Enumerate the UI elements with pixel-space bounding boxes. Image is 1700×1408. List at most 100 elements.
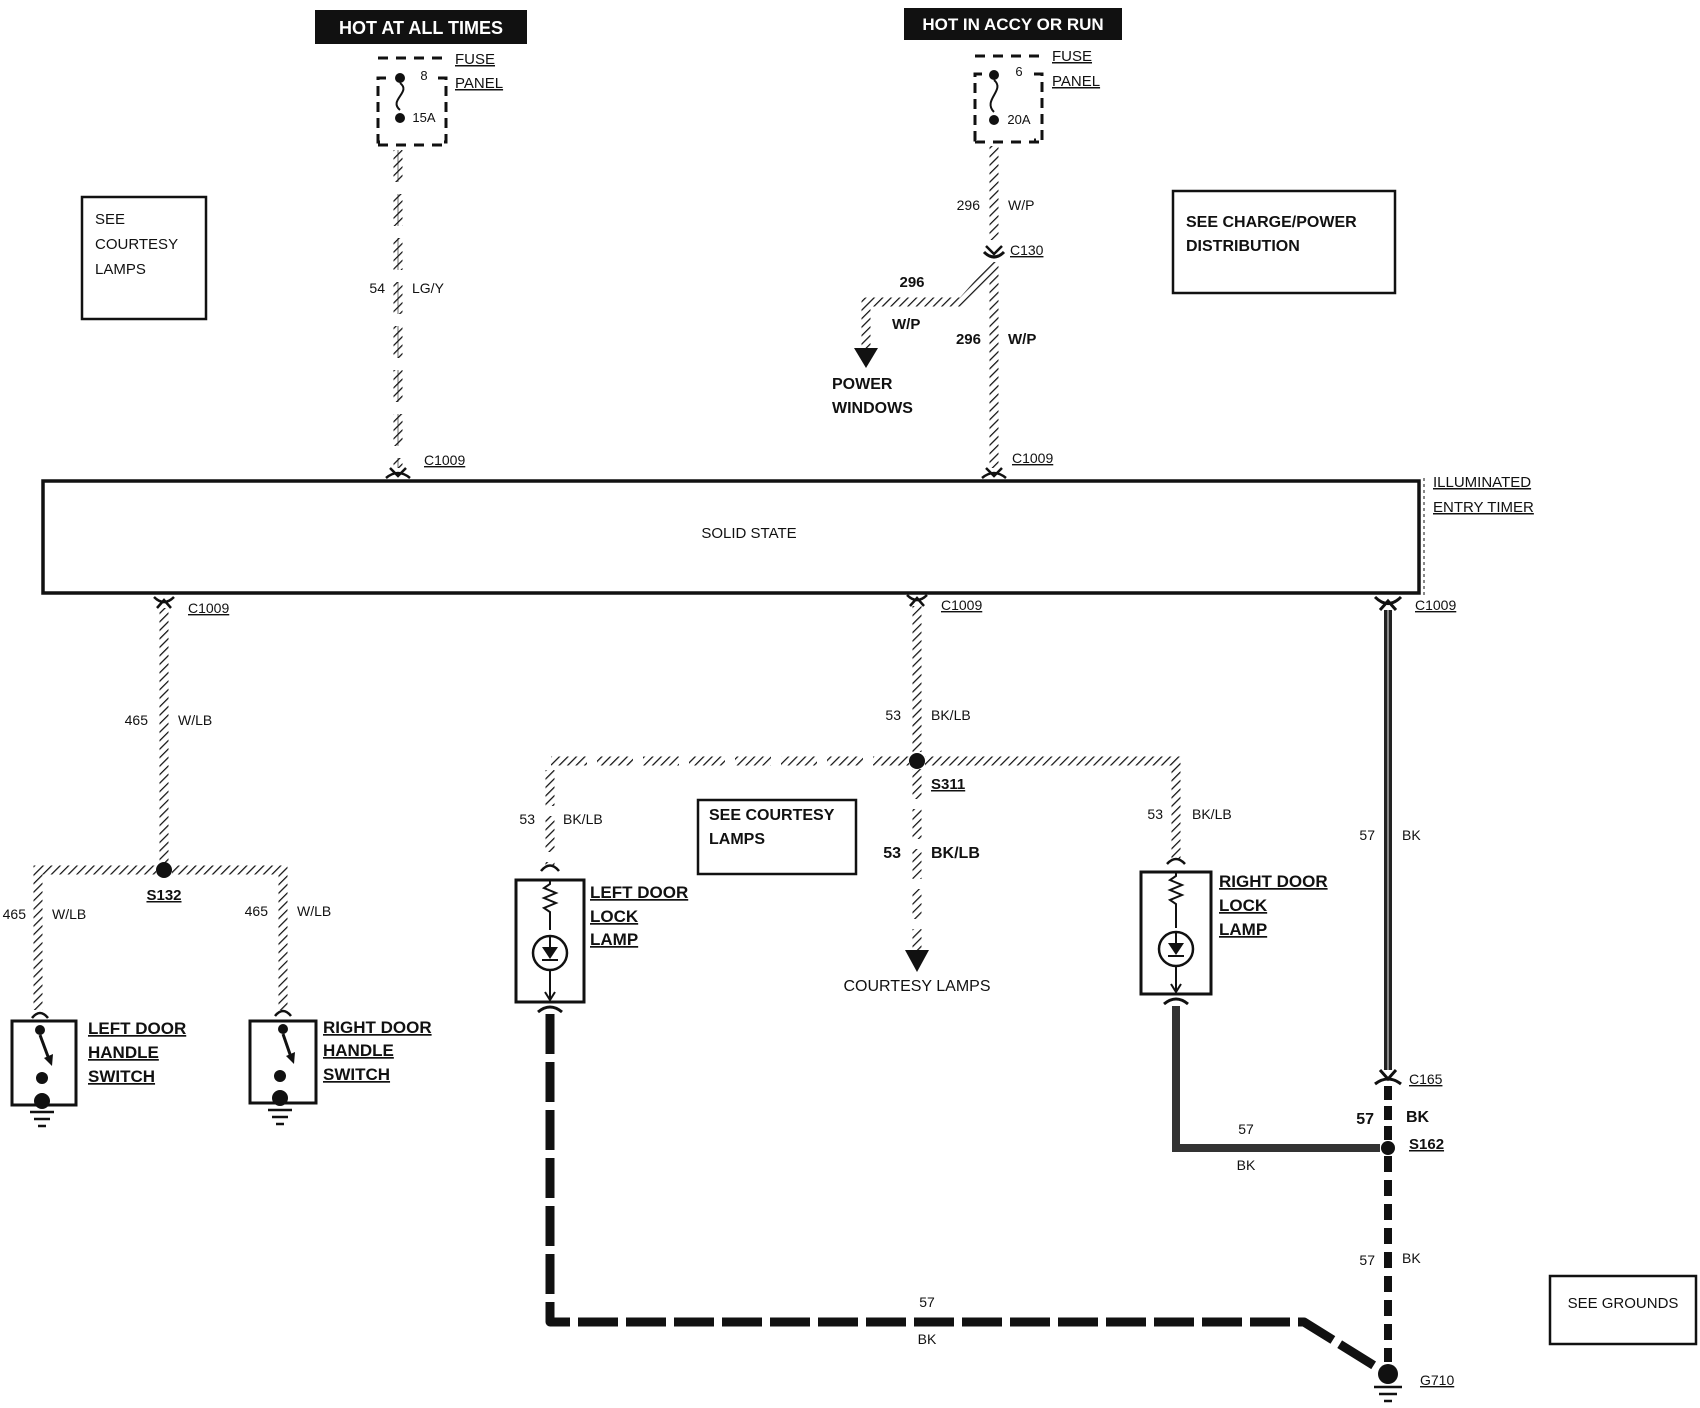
- component-label: SWITCH: [88, 1067, 155, 1086]
- note-text: SEE GROUNDS: [1568, 1295, 1679, 1312]
- fuse-left-label-2: PANEL: [455, 75, 503, 92]
- wire-number: 296: [957, 197, 981, 213]
- wire-54: 54 LG/Y: [369, 150, 445, 468]
- ground-terminal: [1378, 1364, 1398, 1384]
- note-charge-power: SEE CHARGE/POWER DISTRIBUTION: [1171, 189, 1397, 295]
- hot-accy-run-label: HOT IN ACCY OR RUN: [922, 15, 1103, 34]
- illuminated-entry-timer-module: SOLID STATE ILLUMINATED ENTRY TIMER: [41, 474, 1534, 598]
- splice-s162-icon: [1381, 1141, 1395, 1155]
- note-text: LAMPS: [95, 261, 146, 278]
- note-see-courtesy-lamps-mid: SEE COURTESY LAMPS: [696, 798, 858, 876]
- note-text: SEE CHARGE/POWER: [1186, 214, 1357, 231]
- splice-s311-icon: [909, 753, 925, 769]
- note-text: SEE: [95, 211, 125, 228]
- fuse-right-rating: 20A: [1007, 112, 1030, 127]
- connector-c1009-label: C1009: [188, 600, 229, 616]
- note-see-courtesy-lamps: SEE COURTESY LAMPS: [80, 195, 208, 321]
- splice-s162-label: S162: [1409, 1136, 1444, 1153]
- ground-icon: [268, 1108, 292, 1126]
- destination-courtesy-lamps: COURTESY LAMPS: [843, 978, 990, 995]
- component-label: RIGHT DOOR: [323, 1018, 432, 1037]
- wire-number: 53: [885, 707, 901, 723]
- fuse-element-icon: [989, 79, 999, 113]
- hot-at-all-times-label: HOT AT ALL TIMES: [339, 18, 503, 38]
- fuse-right-label-1: FUSE: [1052, 48, 1092, 65]
- wire-number: 465: [245, 903, 269, 919]
- component-label: LAMP: [1219, 920, 1267, 939]
- connector-c130-label: C130: [1010, 242, 1044, 258]
- wire-number: 53: [1147, 806, 1163, 822]
- fuse-right-label-2: PANEL: [1052, 73, 1100, 90]
- wire-number: 465: [125, 712, 149, 728]
- connector-c1009-top-left: C1009: [385, 452, 465, 479]
- wire-color: BK/LB: [931, 707, 971, 723]
- note-text: LAMPS: [709, 831, 765, 848]
- fuse-element-icon: [395, 82, 405, 111]
- ground-g710: G710: [1374, 1364, 1454, 1403]
- wire-53: 53 BK/LB S311 53 BK/LB 53 BK/LB 53 BK/LB…: [519, 606, 1232, 995]
- wire-color: W/LB: [52, 906, 86, 922]
- note-text: COURTESY: [95, 236, 178, 253]
- fuse-left-number: 8: [420, 68, 427, 83]
- component-label: HANDLE: [323, 1041, 394, 1060]
- wire-color: W/P: [1008, 197, 1034, 213]
- fuse-right: 6 20A FUSE PANEL: [973, 48, 1100, 144]
- component-label: HANDLE: [88, 1043, 159, 1062]
- wire-number: 57: [1359, 1252, 1375, 1268]
- wire-number: 57: [1356, 1111, 1374, 1128]
- fuse-terminal: [989, 70, 999, 80]
- note-text: SEE COURTESY: [709, 807, 835, 824]
- left-door-handle-switch: LEFT DOOR HANDLE SWITCH: [10, 1011, 186, 1128]
- arrow-down-icon: [854, 348, 878, 368]
- connector-c1009-label: C1009: [1012, 450, 1053, 466]
- destination-power-windows: POWER: [832, 376, 893, 393]
- splice-s132-icon: [156, 862, 172, 878]
- module-name: ENTRY TIMER: [1433, 499, 1534, 516]
- note-text: DISTRIBUTION: [1186, 238, 1300, 255]
- connector-c1009-bottom-right: C1009: [1373, 595, 1456, 613]
- component-label: LOCK: [590, 907, 639, 926]
- resistor-icon: [1167, 872, 1185, 928]
- wire-color: LG/Y: [412, 280, 445, 296]
- wire-color: BK: [918, 1331, 937, 1347]
- wire-color: W/P: [892, 316, 920, 333]
- connector-c1009-bottom-mid: C1009: [906, 594, 982, 613]
- wire-color: BK/LB: [931, 845, 980, 862]
- connector-c1009-label: C1009: [424, 452, 465, 468]
- hot-accy-run-banner: HOT IN ACCY OR RUN: [904, 8, 1122, 40]
- ground-icon: [1374, 1385, 1402, 1403]
- hot-at-all-times-banner: HOT AT ALL TIMES: [315, 10, 527, 44]
- connector-c130-icon: [982, 250, 1006, 259]
- component-label: LEFT DOOR: [88, 1019, 186, 1038]
- wire-color: W/P: [1008, 331, 1036, 348]
- wire-number: 465: [3, 906, 27, 922]
- fuse-left: 8 15A FUSE PANEL: [376, 51, 503, 147]
- wire-color: BK: [1406, 1109, 1430, 1126]
- note-see-grounds: SEE GROUNDS: [1548, 1274, 1698, 1346]
- wire-number: 296: [899, 274, 924, 291]
- wire-number: 296: [956, 331, 981, 348]
- component-label: RIGHT DOOR: [1219, 872, 1328, 891]
- wire-number: 57: [1238, 1121, 1254, 1137]
- module-name: ILLUMINATED: [1433, 474, 1531, 491]
- wire-57: 57 BK C165 57 BK S162 57 BK 57 BK 57 BK: [545, 610, 1444, 1372]
- right-door-lock-lamp: RIGHT DOOR LOCK LAMP: [1139, 857, 1328, 1006]
- fuse-left-rating: 15A: [412, 110, 435, 125]
- module-center-text: SOLID STATE: [701, 525, 796, 542]
- destination-power-windows: WINDOWS: [832, 400, 913, 417]
- component-label: LEFT DOOR: [590, 883, 688, 902]
- fuse-left-label-1: FUSE: [455, 51, 495, 68]
- wire-number: 53: [519, 811, 535, 827]
- fuse-terminal: [395, 73, 405, 83]
- fuse-terminal: [989, 115, 999, 125]
- splice-s132-label: S132: [146, 887, 181, 904]
- wire-color: BK: [1402, 827, 1421, 843]
- arrow-down-icon: [905, 950, 929, 972]
- fuse-right-number: 6: [1015, 64, 1022, 79]
- fuse-terminal: [395, 113, 405, 123]
- wire-number: 57: [919, 1294, 935, 1310]
- connector-c1009-bottom-left: C1009: [153, 596, 229, 616]
- resistor-icon: [541, 880, 559, 930]
- ground-g710-label: G710: [1420, 1372, 1454, 1388]
